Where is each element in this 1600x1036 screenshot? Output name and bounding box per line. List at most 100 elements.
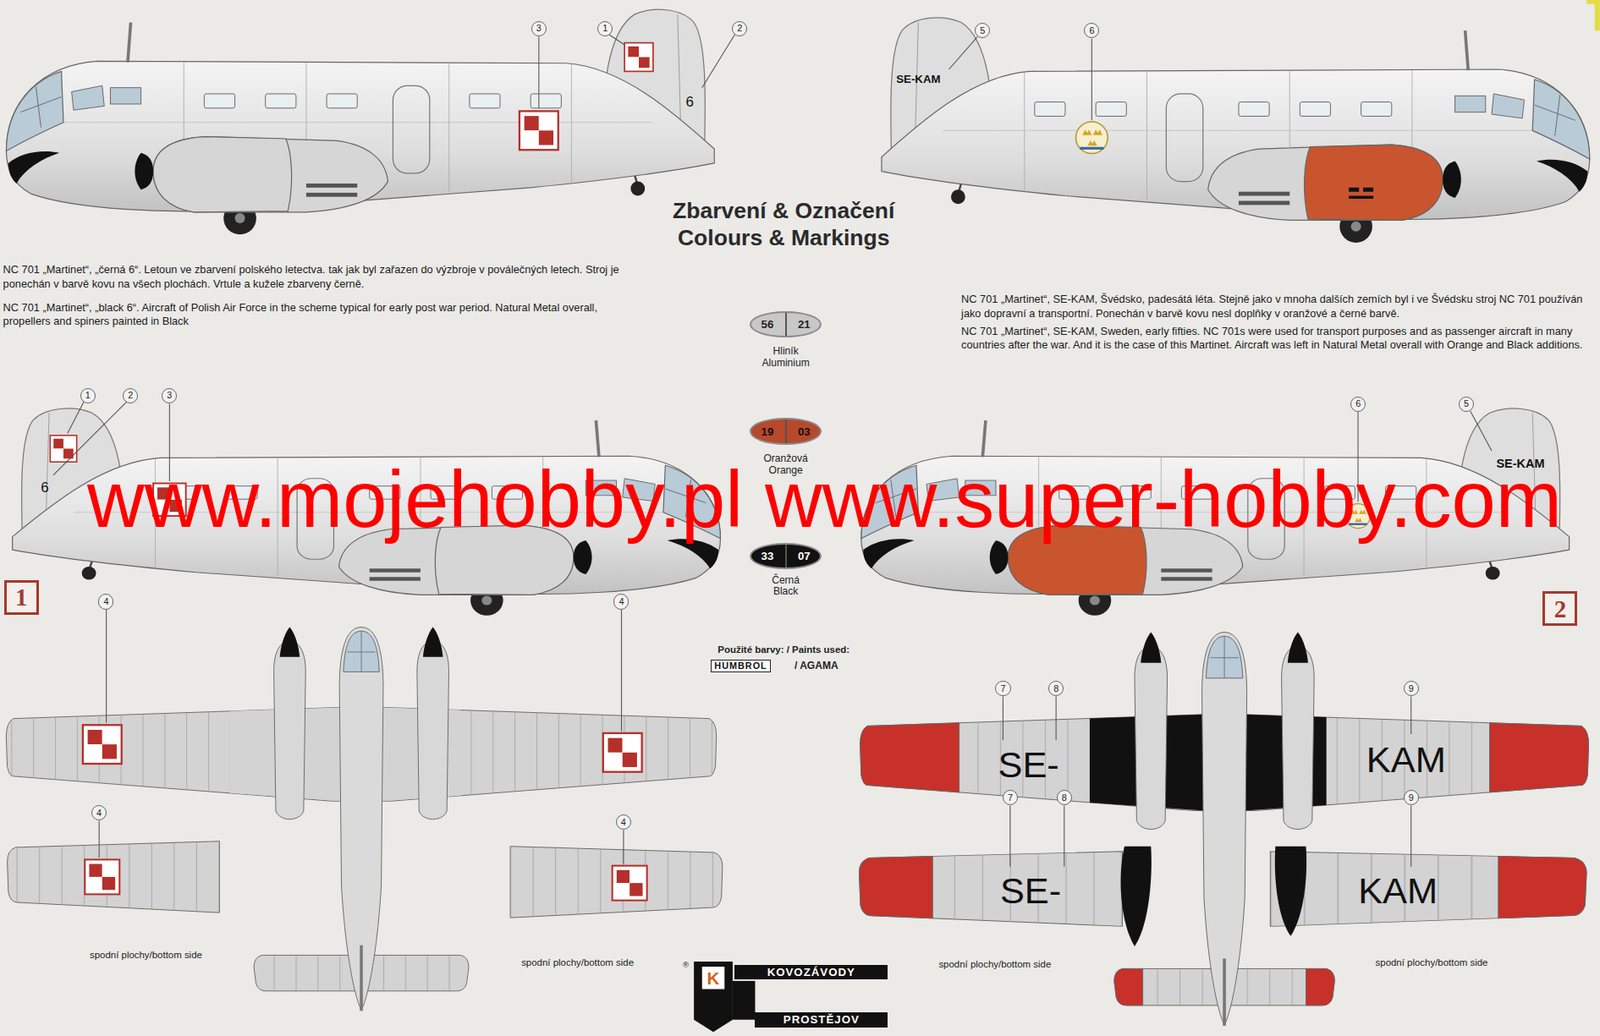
leader-lines bbox=[609, 34, 625, 45]
black-nacelle bbox=[1121, 846, 1152, 947]
paint-number: 56 bbox=[761, 318, 775, 331]
swedish-emblem bbox=[1076, 121, 1109, 154]
callout-number: 4 bbox=[98, 593, 114, 610]
leader-lines bbox=[1470, 411, 1492, 451]
paint-number: 19 bbox=[761, 425, 775, 439]
logo-shield bbox=[732, 981, 756, 1021]
underside-wing bbox=[1270, 852, 1587, 928]
paint-brand-logo: HUMBROL bbox=[710, 659, 770, 672]
leader-lines bbox=[622, 830, 624, 864]
callout-number: 8 bbox=[1048, 681, 1064, 697]
leader-lines bbox=[1410, 696, 1412, 735]
leader-lines bbox=[621, 610, 622, 732]
logo-band: PROSTĚJOV bbox=[754, 1012, 888, 1028]
scheme-number: 1 bbox=[4, 580, 39, 616]
black-nacelle bbox=[1275, 846, 1307, 937]
wing-checker bbox=[84, 859, 120, 895]
leader-lines bbox=[702, 34, 736, 88]
frame-edge bbox=[1594, 0, 1600, 31]
wing-checker bbox=[612, 866, 648, 902]
callout-number: 8 bbox=[1056, 790, 1073, 806]
callout-number: 6 bbox=[1350, 396, 1366, 413]
callout-number: 2 bbox=[122, 388, 138, 404]
callout-number: 4 bbox=[91, 805, 107, 821]
paint-name: Hliník Aluminium bbox=[759, 346, 813, 370]
paint-chip bbox=[749, 543, 821, 570]
paint-chip bbox=[749, 417, 821, 445]
watermark: www.mojehobby.pl www.super-hobby.com bbox=[87, 454, 1562, 546]
leader-lines bbox=[1063, 806, 1065, 868]
registration: SE-KAM bbox=[896, 72, 941, 86]
swedish-top-view bbox=[860, 632, 1590, 1027]
chip-divider bbox=[785, 419, 787, 443]
callout-number: 9 bbox=[1403, 790, 1419, 806]
chip-divider bbox=[785, 313, 787, 336]
fin-checker bbox=[624, 43, 654, 72]
sheet-title: Zbarvení & Označení bbox=[672, 197, 895, 225]
registered-mark: ® bbox=[682, 960, 689, 970]
polish-side-view bbox=[5, 9, 715, 235]
wing-checker bbox=[82, 725, 122, 765]
underside-wing bbox=[510, 846, 723, 919]
leader-lines bbox=[1055, 696, 1057, 741]
wing-registration: KAM bbox=[1358, 870, 1438, 913]
leader-lines bbox=[1009, 806, 1011, 868]
wing-registration: SE- bbox=[997, 744, 1059, 787]
leader-lines bbox=[949, 36, 979, 70]
callout-number: 9 bbox=[1403, 681, 1419, 697]
fuselage-checker bbox=[519, 110, 559, 150]
callout-number: 2 bbox=[731, 21, 748, 37]
leader-lines bbox=[1002, 696, 1004, 741]
wing-registration: SE- bbox=[1000, 870, 1062, 913]
paint-chip bbox=[749, 311, 821, 338]
leader-lines bbox=[98, 821, 100, 858]
leader-lines bbox=[1410, 806, 1412, 868]
swedish-side-view bbox=[881, 17, 1590, 243]
polish-top-view bbox=[5, 627, 716, 1012]
leader-lines bbox=[1091, 38, 1093, 121]
logo-shield bbox=[693, 962, 733, 1033]
wing-registration: KAM bbox=[1366, 739, 1447, 782]
callout-number: 1 bbox=[80, 388, 96, 404]
description-czech: NC 701 „Martinet“, SE-KAM, Švédsko, pade… bbox=[961, 292, 1592, 321]
callout-number: 3 bbox=[161, 388, 177, 404]
red-wing-tip bbox=[860, 723, 960, 793]
description-english: NC 701 „Martinet“, SE-KAM, Sweden, early… bbox=[961, 324, 1592, 353]
callout-number: 6 bbox=[1083, 22, 1100, 39]
callout-number: 4 bbox=[615, 814, 632, 831]
paint-number: 33 bbox=[761, 549, 775, 563]
underside-wing bbox=[7, 841, 220, 913]
callout-number: 5 bbox=[1458, 396, 1474, 413]
view-caption: spodní plochy/bottom side bbox=[89, 950, 203, 962]
red-wing-tip bbox=[1498, 856, 1587, 919]
leader-lines bbox=[105, 610, 107, 724]
underside-wing bbox=[7, 841, 220, 913]
callout-number: 7 bbox=[1002, 790, 1018, 806]
paint-name: Černá Black bbox=[759, 575, 813, 600]
tail-number: 6 bbox=[686, 93, 694, 110]
callout-number: 4 bbox=[613, 593, 629, 610]
logo-shield bbox=[702, 967, 726, 990]
callout-number: 7 bbox=[995, 681, 1011, 697]
paints-note: Použité barvy: / Paints used: bbox=[717, 644, 850, 656]
paints-brand: / AGAMA bbox=[794, 660, 839, 673]
red-tail-tip bbox=[1306, 968, 1336, 1006]
logo-letter: K bbox=[707, 968, 721, 990]
red-wing-tip bbox=[1490, 723, 1590, 793]
callout-number: 5 bbox=[974, 22, 990, 39]
description-english: NC 701 „Martinet“, „black 6“. Aircraft o… bbox=[3, 301, 642, 330]
scheme-number: 2 bbox=[1542, 591, 1578, 627]
callout-number: 3 bbox=[531, 21, 547, 37]
nacelle-marking bbox=[1348, 187, 1374, 199]
sheet-subtitle: Colours & Markings bbox=[677, 225, 890, 252]
underside-wing bbox=[859, 852, 1123, 928]
leader-lines bbox=[53, 34, 1492, 868]
paint-number: 03 bbox=[797, 425, 811, 439]
callout-number: 1 bbox=[597, 21, 613, 37]
underside-wing bbox=[859, 852, 1123, 928]
red-tail-tip bbox=[1114, 968, 1144, 1006]
leader-lines bbox=[538, 36, 539, 108]
view-caption: spodní plochy/bottom side bbox=[938, 959, 1051, 971]
fin-checker bbox=[49, 435, 77, 462]
